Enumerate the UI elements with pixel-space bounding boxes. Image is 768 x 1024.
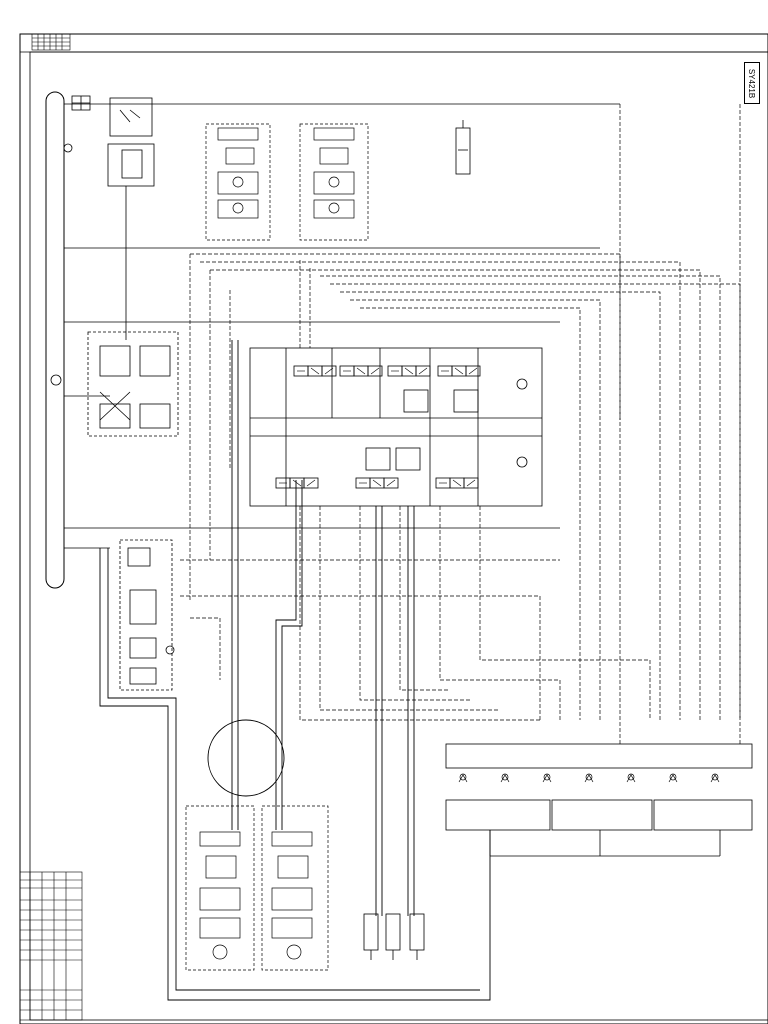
drawing-code-box: SY421B — [744, 62, 760, 104]
bottom-cylinders — [363, 913, 425, 960]
top-right-cylinder — [455, 120, 471, 175]
top-pump-module-left — [205, 123, 271, 241]
work-lines — [99, 340, 491, 1001]
top-left-filter-group — [63, 95, 155, 340]
top-pump-module-right — [299, 123, 369, 241]
sheet-frame — [19, 33, 768, 1024]
drawing-code: SY421B — [747, 68, 757, 98]
title-block — [19, 871, 83, 1021]
left-main-pipe — [45, 91, 620, 589]
top-left-stamp-grid — [31, 33, 71, 51]
pilot-lines-bottom — [180, 506, 651, 721]
left-aux-valve-stack — [119, 539, 175, 691]
right-pilot-valve-bank — [445, 743, 753, 857]
swing-circle — [207, 719, 285, 797]
left-pump-assembly — [50, 331, 179, 437]
central-valve-bank — [249, 347, 543, 507]
right-return-lines — [619, 104, 741, 744]
pilot-lines-top — [189, 253, 741, 720]
bottom-travel-module-left — [185, 805, 255, 971]
bottom-travel-module-right — [261, 805, 329, 971]
